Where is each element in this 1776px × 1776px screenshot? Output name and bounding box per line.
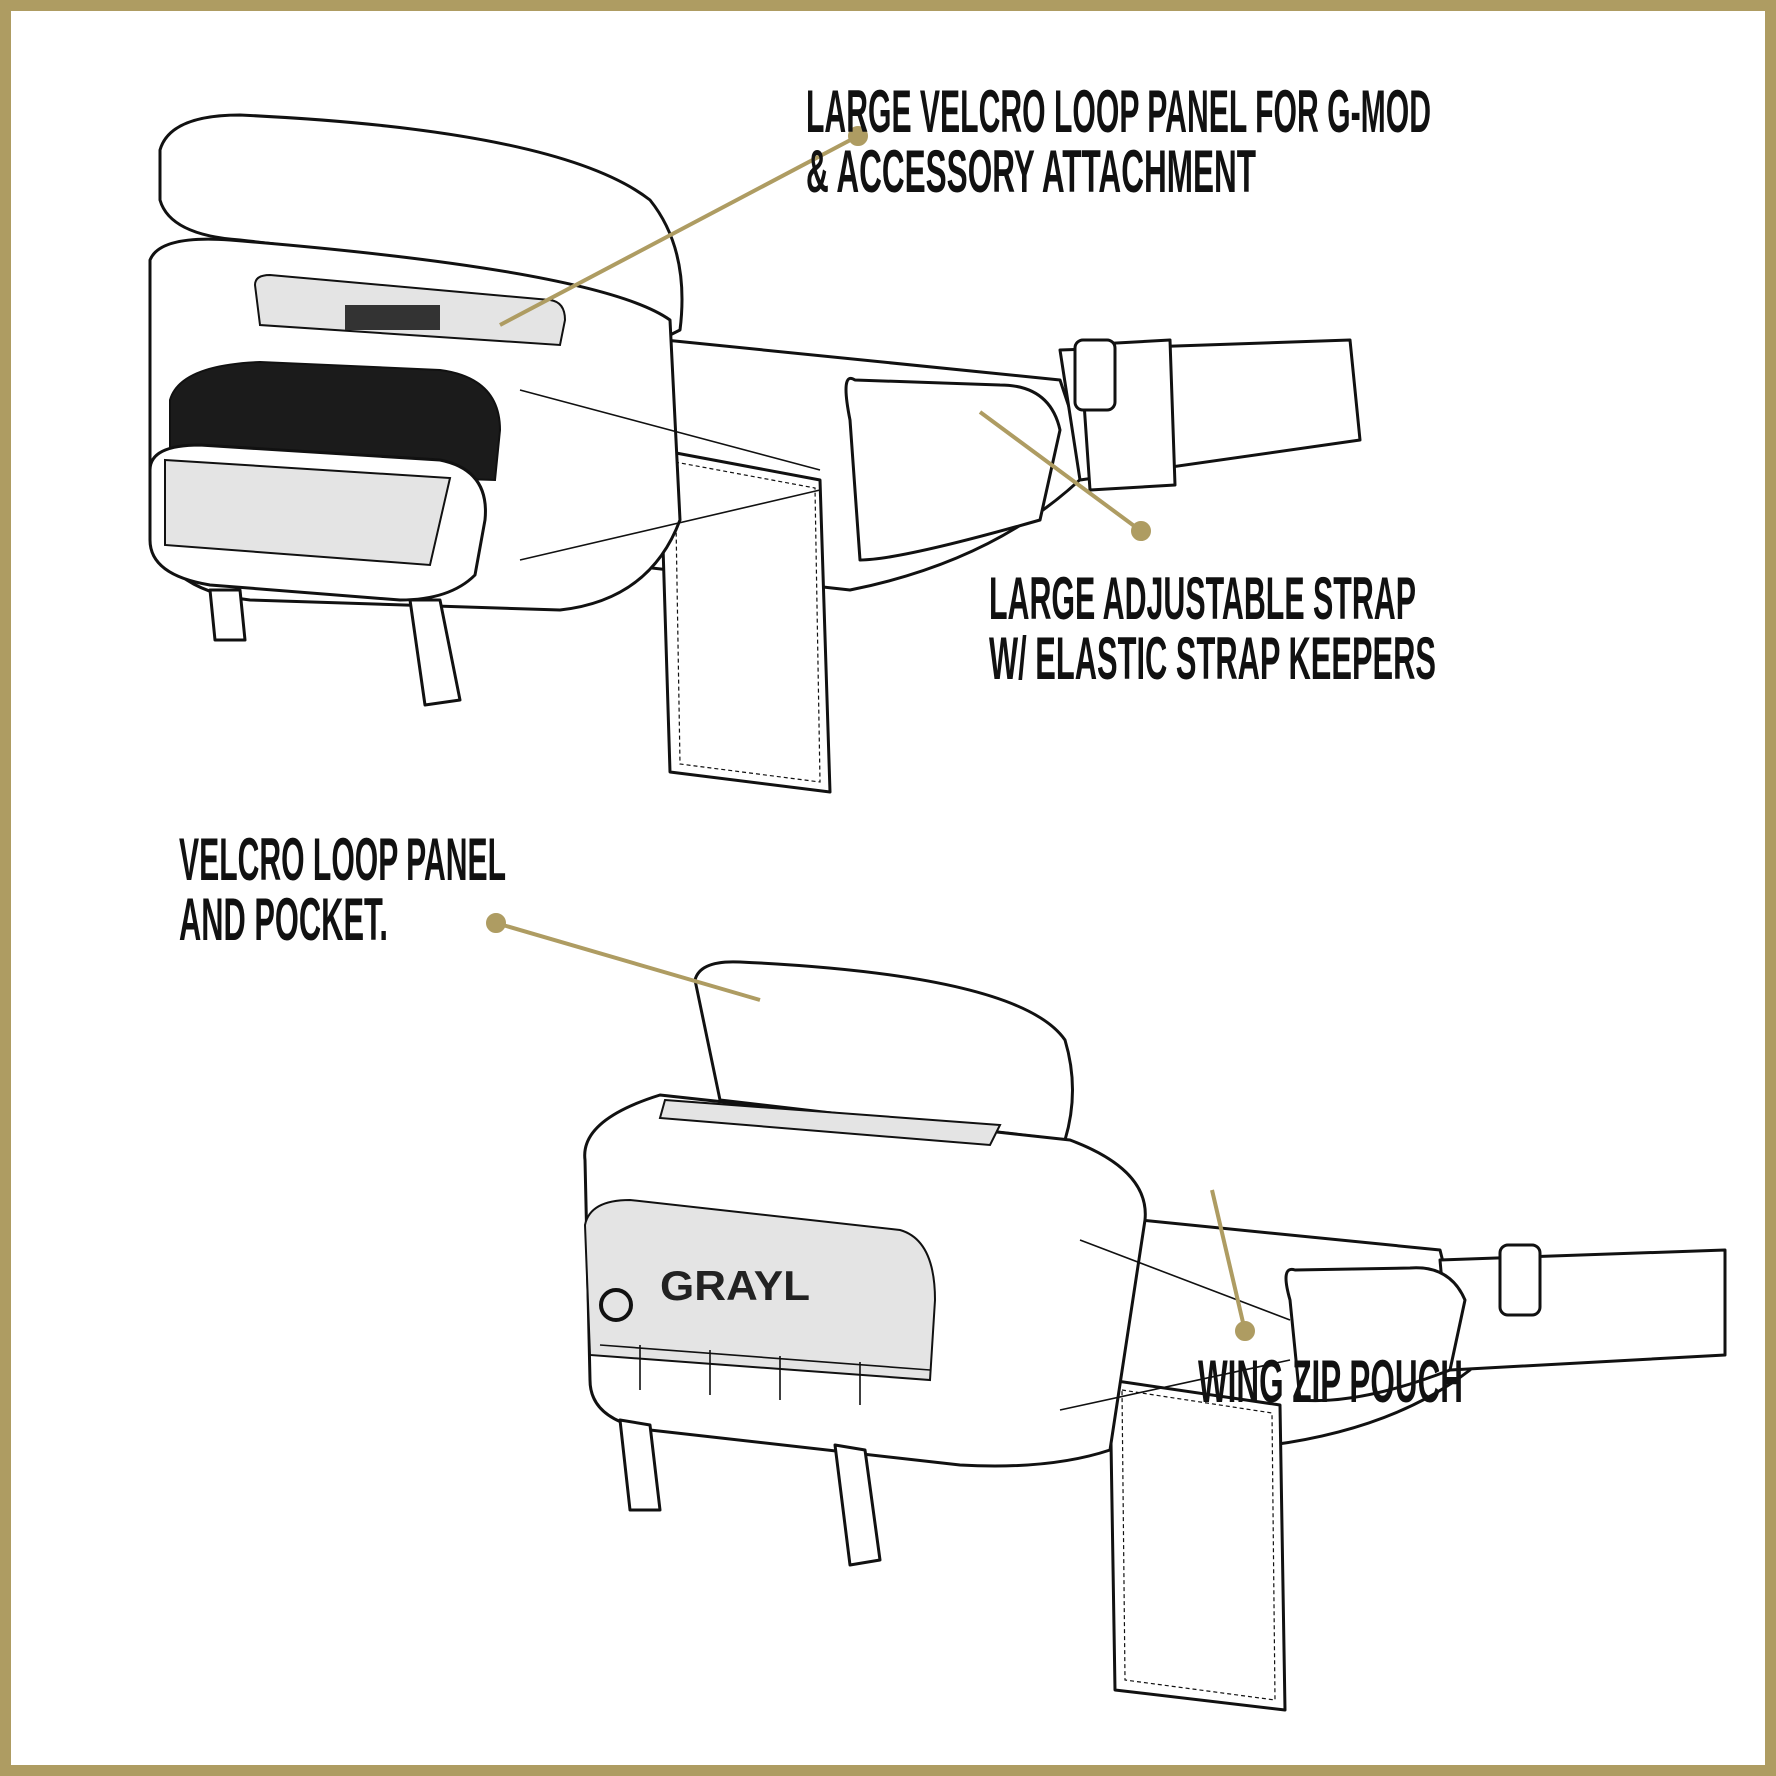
- callout-text: VELCRO LOOP PANEL: [179, 826, 506, 893]
- back-panel: [658, 448, 832, 794]
- callout-adjustable-strap: LARGE ADJUSTABLE STRAP W/ ELASTIC STRAP …: [989, 565, 1436, 692]
- molle-webbing: [599, 1344, 931, 1405]
- open-lid: [693, 960, 1074, 1142]
- callout-dot-3: [486, 913, 506, 933]
- grayl-patch: [345, 305, 440, 330]
- wing-zip-pouch: [844, 376, 1062, 562]
- leader-line-2: [978, 410, 1143, 533]
- buckle: [1073, 338, 1117, 412]
- back-panel: [1108, 1378, 1287, 1712]
- adjustable-strap: [1438, 1248, 1727, 1372]
- callout-dot-2: [1131, 521, 1151, 541]
- callout-text: & ACCESSORY ATTACHMENT: [806, 138, 1256, 205]
- callout-text: LARGE ADJUSTABLE STRAP: [989, 565, 1416, 632]
- callout-text: LARGE VELCRO LOOP PANEL FOR G-MOD: [806, 78, 1431, 145]
- buckle-straps: [618, 1418, 882, 1567]
- callout-velcro-panel-pocket: VELCRO LOOP PANEL AND POCKET.: [179, 826, 506, 953]
- side-straps: [1059, 1239, 1291, 1411]
- wing-zip-pouch: [1284, 1266, 1467, 1403]
- leader-line-3: [495, 921, 761, 1002]
- d-ring: [599, 1288, 633, 1322]
- callout-text: W/ ELASTIC STRAP KEEPERS: [989, 625, 1436, 692]
- callout-dot-1: [848, 126, 868, 146]
- buckle-straps: [208, 588, 462, 707]
- buckle: [1498, 1243, 1542, 1317]
- callout-wing-zip-pouch: WING ZIP POUCH: [1198, 1348, 1463, 1415]
- callout-text: AND POCKET.: [179, 886, 388, 953]
- callout-leaders: [486, 126, 1255, 1341]
- leader-line-4: [1210, 1189, 1247, 1332]
- callout-text: WING ZIP POUCH: [1198, 1348, 1463, 1415]
- callout-dot-4: [1235, 1321, 1255, 1341]
- bag-closed-view: GRAYL: [583, 960, 1727, 1712]
- mesh-pocket: [164, 458, 452, 567]
- callout-velcro-panel-large: LARGE VELCRO LOOP PANEL FOR G-MOD & ACCE…: [806, 78, 1431, 205]
- side-straps: [519, 389, 821, 561]
- bag-open-view: [148, 113, 1362, 794]
- front-pocket: [583, 1198, 937, 1382]
- velcro-loop-panel: [658, 1098, 1002, 1147]
- leader-line-1: [499, 134, 859, 327]
- grayl-logo: GRAYL: [660, 1262, 810, 1309]
